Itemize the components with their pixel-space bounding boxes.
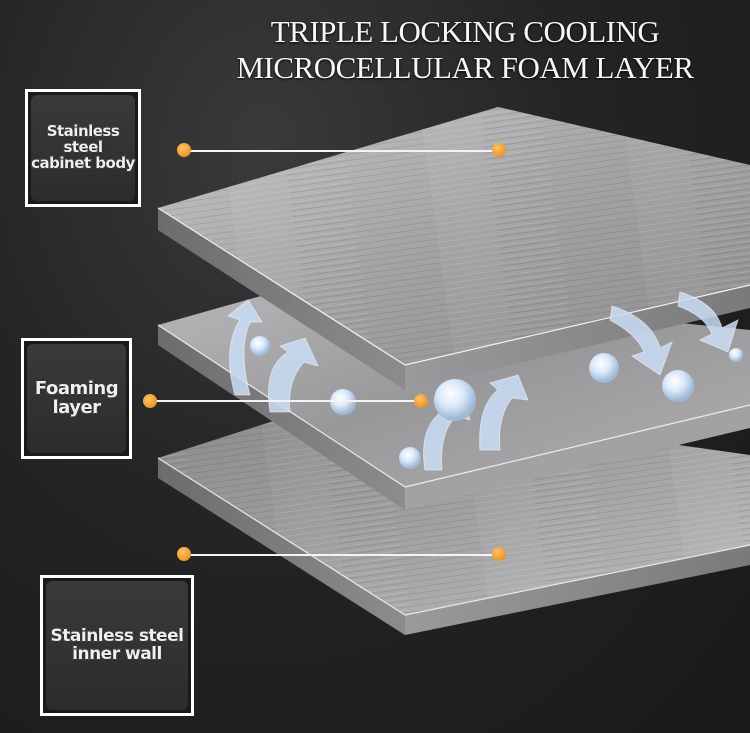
title-line-1: TRIPLE LOCKING COOLING [270,14,660,49]
leader-foaming-layer [143,394,428,408]
leader-cabinet-body [177,143,506,157]
arrow-up-icon [479,374,529,451]
marker-dot-icon [143,394,157,408]
label-inner-wall-line2: inner wall [72,643,162,664]
marker-dot-icon [492,547,506,561]
leader-inner-wall [177,547,506,561]
airflow-arrows [226,291,739,471]
label-foaming-layer-line2: layer [52,396,101,418]
marker-dot-icon [177,547,191,561]
page-title: TRIPLE LOCKING COOLING MICROCELLULAR FOA… [195,14,735,86]
label-cabinet-body-line1: Stainless steel [46,122,120,157]
marker-dot-icon [177,143,191,157]
arrow-down-icon [609,305,673,376]
label-foaming-layer-line1: Foaming [34,377,119,399]
marker-dot-icon [414,394,428,408]
cabinet-body-plate [157,107,750,390]
arrow-down-icon [677,291,739,353]
label-inner-wall-line1: Stainless steel [50,625,184,646]
arrow-up-icon [267,337,319,413]
title-line-2: MICROCELLULAR FOAM LAYER [236,50,694,85]
label-inner-wall: Stainless steel inner wall [40,575,194,716]
arrow-up-icon [226,299,263,396]
label-cabinet-body-line2: cabinet body [31,153,135,172]
label-cabinet-body: Stainless steel cabinet body [25,89,141,207]
label-foaming-layer: Foaming layer [21,338,132,459]
marker-dot-icon [492,143,506,157]
